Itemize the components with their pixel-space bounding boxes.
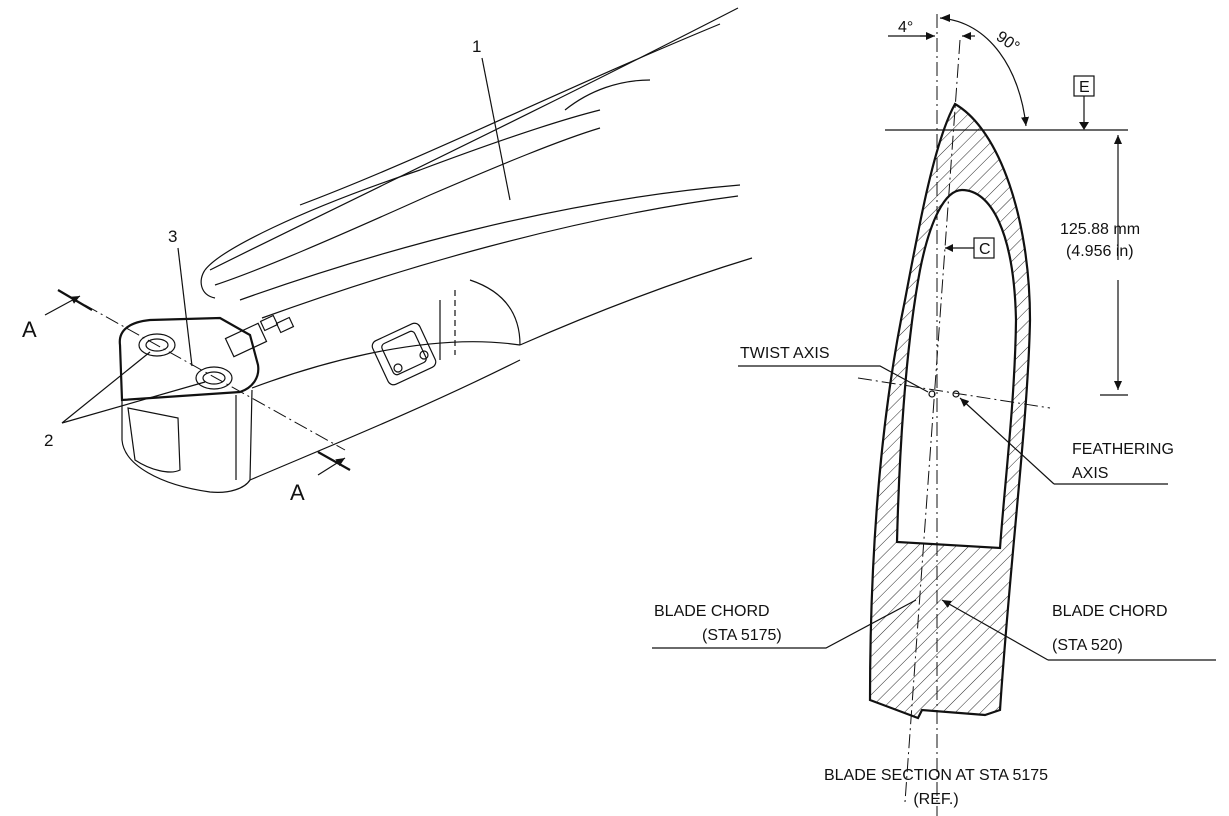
datum-c-label: C	[979, 241, 991, 258]
section-mark-a-left: A	[22, 317, 37, 342]
blade-chord-left-label-2: (STA 5175)	[702, 627, 782, 644]
blade-chord-right-label-2: (STA 520)	[1052, 637, 1123, 654]
angle-4-label: 4°	[898, 19, 913, 36]
callout-2: 2	[44, 431, 53, 450]
blade-chord-right-label-1: BLADE CHORD	[1052, 603, 1168, 620]
feathering-axis-label-1: FEATHERING	[1072, 441, 1174, 458]
section-caption-line-1: BLADE SECTION AT STA 5175	[824, 767, 1048, 784]
section-mark-a-right: A	[290, 480, 305, 505]
feathering-axis-label-2: AXIS	[1072, 465, 1108, 482]
twist-axis-label: TWIST AXIS	[740, 345, 830, 362]
section-caption-line-2: (REF.)	[913, 791, 958, 808]
callout-3: 3	[168, 227, 177, 246]
blade-section-view	[652, 14, 1216, 816]
datum-e-label: E	[1079, 79, 1090, 96]
callout-labels: 1 3 2 A A	[22, 37, 481, 505]
dimension-mm-label: 125.88 mm	[1060, 221, 1140, 238]
callout-1: 1	[472, 37, 481, 56]
blade-chord-left-label-1: BLADE CHORD	[654, 603, 770, 620]
dimension-in-label: (4.956 in)	[1066, 243, 1134, 260]
blade-root-isometric-view	[44, 7, 753, 493]
angle-90-label: 90°	[993, 28, 1023, 56]
